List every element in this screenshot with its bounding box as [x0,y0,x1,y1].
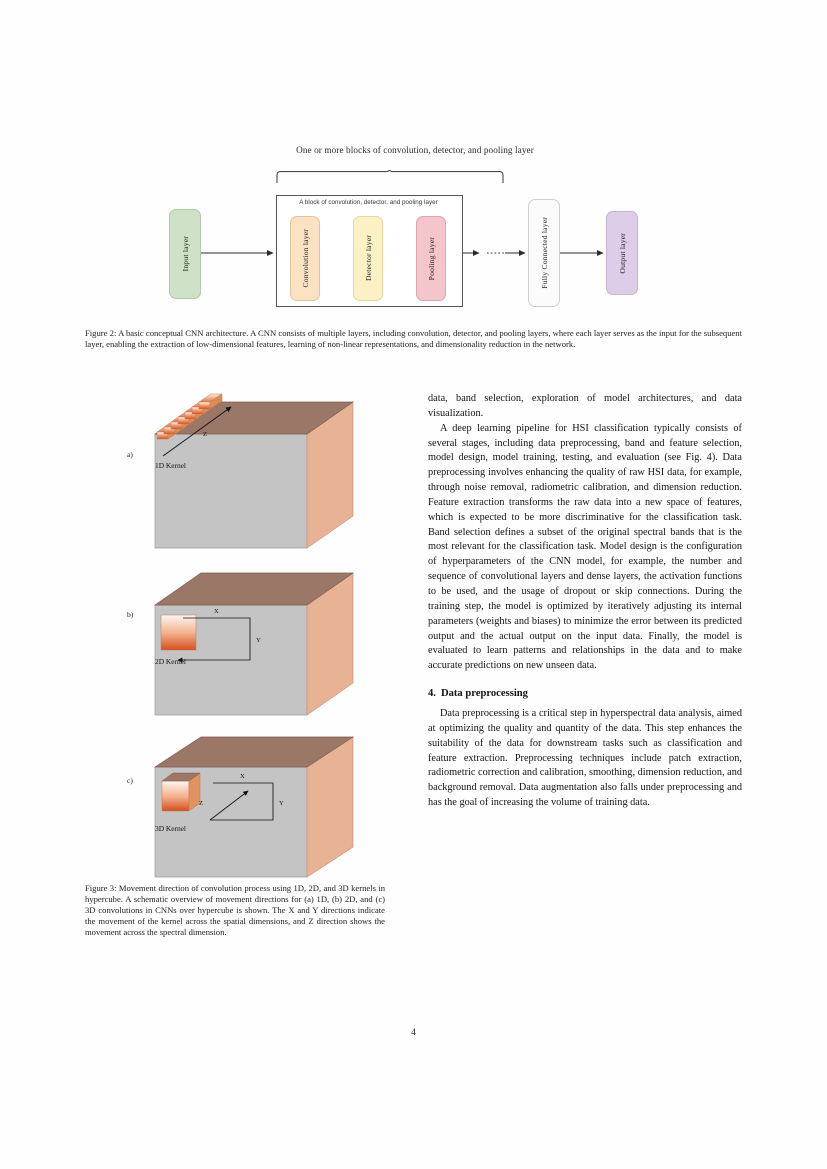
section-title: Data preprocessing [440,688,528,700]
figure2-brace-label: One or more blocks of convolution, detec… [296,145,534,155]
figure-2-caption: Figure 2: A basic conceptual CNN archite… [85,328,742,350]
axis-label-z-a: Z [203,431,207,438]
axis-label-y-c: Y [279,800,284,807]
hypercube-1d: Z 1D Kernel [153,393,355,549]
paragraph-pipeline: A deep learning pipeline for HSI classif… [428,422,742,672]
block-title-label: A block of convolution, detector, and po… [299,199,438,206]
kernel-3d-top [161,772,201,782]
figure-2: One or more blocks of convolution, detec… [85,145,745,325]
figure-3: a) [85,388,385,885]
axis-label-y-b: Y [256,637,261,644]
node-detector-layer: Detector layer [353,216,383,301]
kernel-3d-front [161,780,190,812]
kernel-2d-square [160,614,197,651]
curly-brace-icon [276,170,504,183]
node-pooling-layer: Pooling layer [416,216,446,301]
axis-label-x-c: X [240,773,245,780]
hypercube-2d: X Y 2D Kernel [153,572,355,716]
node-input-layer: Input layer [169,209,201,299]
cnn-architecture-diagram: Input layer A block of convolution, dete… [85,195,745,315]
panel-letter-b: b) [127,610,134,619]
left-column: a) [85,388,385,885]
node-fully-connected-layer: Fully Connected layer [528,199,560,307]
page-number: 4 [411,1027,416,1038]
right-column: data, band selection, exploration of mod… [428,392,742,811]
section-heading-data-preprocessing: 4. Data preprocessing [428,674,742,707]
node-detector-layer-label: Detector layer [363,235,373,282]
paragraph-preprocessing: Data preprocessing is a critical step in… [428,708,742,809]
axis-label-x-b: X [214,608,219,615]
node-pooling-layer-label: Pooling layer [426,236,436,281]
node-output-layer: Output layer [606,211,638,295]
kernel-label-2d: 2D Kernel [155,657,186,666]
node-fully-connected-layer-label: Fully Connected layer [539,217,549,289]
axis-label-z-c: Z [199,800,203,807]
node-convolution-layer: Convolution layer [290,216,320,301]
panel-letter-c: c) [127,776,133,785]
node-input-layer-label: Input layer [180,236,190,272]
paragraph-continued: data, band selection, exploration of mod… [428,393,742,419]
node-convolution-layer-label: Convolution layer [300,229,310,288]
hypercube-3d: X Y Z 3D Kernel [153,736,355,878]
node-output-layer-label: Output layer [617,232,627,274]
panel-letter-a: a) [127,450,133,459]
section-number: 4. [428,688,436,700]
figure-3-caption: Figure 3: Movement direction of convolut… [85,883,385,938]
kernel-label-1d: 1D Kernel [155,461,186,470]
kernel-label-3d: 3D Kernel [155,824,186,833]
